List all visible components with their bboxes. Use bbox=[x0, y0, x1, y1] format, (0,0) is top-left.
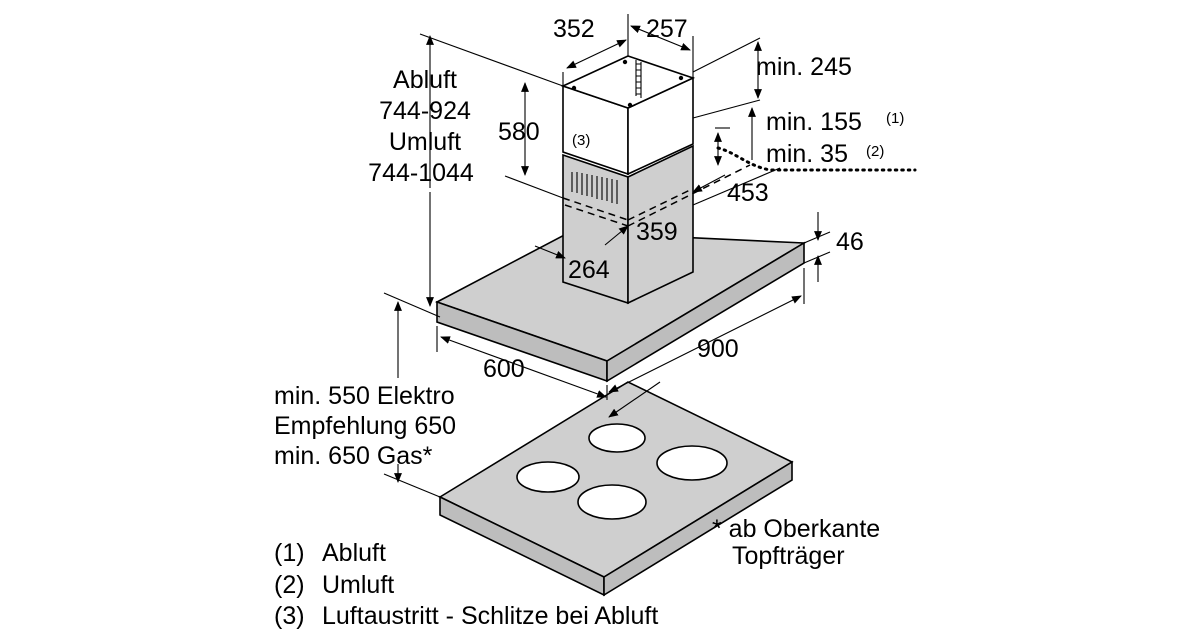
height-label: Abluft 744-924 Umluft 744-1044 bbox=[368, 66, 474, 187]
footnote-line-2: Topfträger bbox=[732, 542, 845, 570]
legend: (1) Abluft (2) Umluft (3) Luftaustritt -… bbox=[274, 539, 658, 630]
legend-num-2: (2) bbox=[274, 571, 305, 599]
legend-num-1: (1) bbox=[274, 539, 305, 567]
height-line-2: 744-924 bbox=[379, 97, 471, 125]
height-line-4: 744-1044 bbox=[368, 159, 474, 187]
air-slots bbox=[571, 172, 618, 204]
burner-back-right bbox=[656, 445, 728, 481]
cooktop bbox=[438, 381, 794, 597]
height-line-3: Umluft bbox=[389, 128, 461, 156]
burner-back-left bbox=[588, 423, 646, 453]
distance-label: min. 550 Elektro Empfehlung 650 min. 650… bbox=[274, 382, 456, 470]
ref-3: (3) bbox=[572, 132, 590, 149]
distance-line-2: Empfehlung 650 bbox=[274, 412, 456, 440]
dimension-labels: 352 257 min. 245 min. 155 (1) min. 35 (2… bbox=[483, 15, 904, 383]
label-hood-depth: 600 bbox=[483, 355, 525, 383]
label-hood-width: 900 bbox=[697, 335, 739, 363]
legend-text-3: Luftaustritt - Schlitze bei Abluft bbox=[322, 602, 658, 630]
label-min-35: min. 35 bbox=[766, 140, 848, 168]
distance-line-3: min. 650 Gas* bbox=[274, 442, 433, 470]
label-hood-height: 46 bbox=[836, 228, 864, 256]
burner-front-left bbox=[516, 461, 580, 493]
height-line-1: Abluft bbox=[393, 66, 457, 94]
legend-text-2: Umluft bbox=[322, 571, 394, 599]
ref-2: (2) bbox=[866, 143, 884, 160]
distance-line-1: min. 550 Elektro bbox=[274, 382, 455, 410]
label-min-top: min. 245 bbox=[756, 53, 852, 81]
legend-text-1: Abluft bbox=[322, 539, 386, 567]
footnote-line-1: * ab Oberkante bbox=[712, 515, 880, 543]
label-min-155: min. 155 bbox=[766, 108, 862, 136]
footnote: * ab Oberkante Topfträger bbox=[712, 515, 880, 570]
dimension-lines bbox=[383, 14, 917, 498]
lower-chimney bbox=[562, 144, 751, 305]
label-chimney-depth: 257 bbox=[646, 15, 688, 43]
label-upper-chimney: 580 bbox=[498, 118, 540, 146]
burner-front-right bbox=[577, 484, 647, 520]
upper-chimney bbox=[560, 55, 696, 176]
label-inner-264: 264 bbox=[568, 256, 610, 284]
label-chimney-width: 352 bbox=[553, 15, 595, 43]
label-offset: 453 bbox=[727, 179, 769, 207]
label-inner-359: 359 bbox=[636, 218, 678, 246]
ref-1: (1) bbox=[886, 110, 904, 127]
legend-num-3: (3) bbox=[274, 602, 305, 630]
